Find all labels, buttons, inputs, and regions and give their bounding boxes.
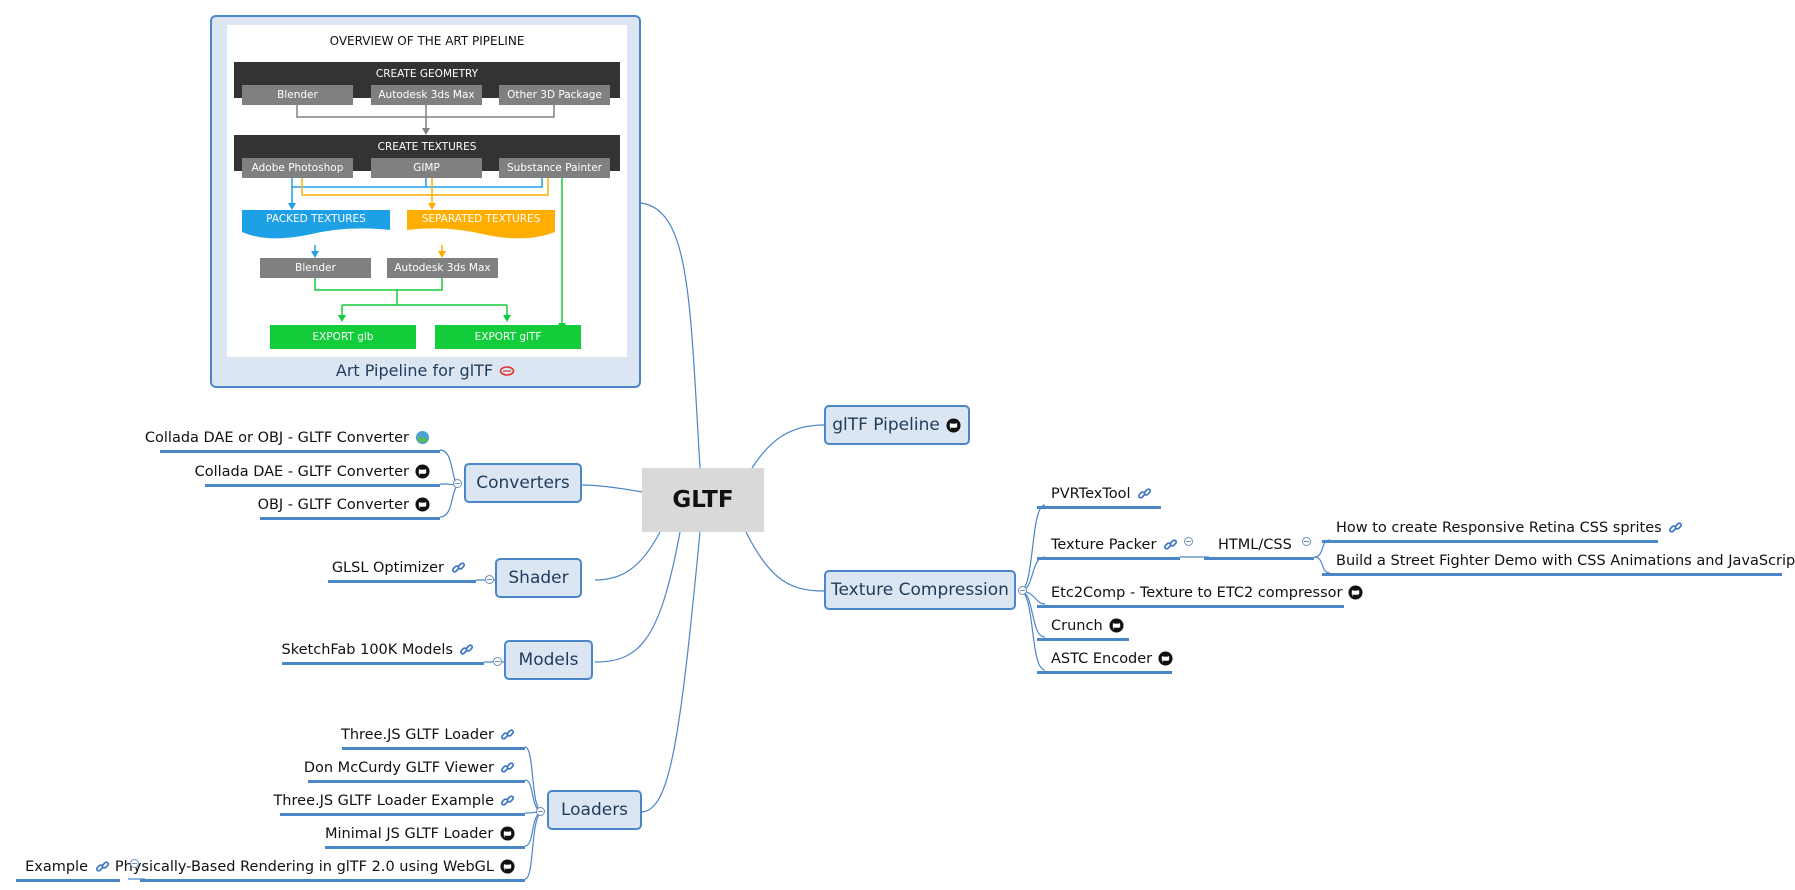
link-icon[interactable] (500, 793, 515, 809)
leaf-pbr-webgl[interactable]: Physically-Based Rendering in glTF 2.0 u… (115, 856, 525, 882)
converters-collapse[interactable] (453, 479, 462, 488)
root-topic[interactable]: GLTF (642, 468, 764, 532)
leaf-minimal-loader[interactable]: Minimal JS GLTF Loader (325, 823, 525, 849)
github-icon[interactable] (499, 826, 515, 842)
leaf-label: HTML/CSS (1218, 536, 1292, 553)
separated-3dsmax: Autodesk 3ds Max (387, 258, 498, 278)
art-pipeline-diagram: OVERVIEW OF THE ART PIPELINE CREATE GEOM… (227, 25, 627, 357)
leaf-astc-encoder[interactable]: ASTC Encoder (1037, 648, 1173, 674)
leaf-label: Collada DAE - GLTF Converter (194, 463, 409, 480)
tool-3dsmax: Autodesk 3ds Max (371, 85, 482, 105)
link-icon[interactable] (1162, 537, 1178, 553)
gltf-pipeline-label: glTF Pipeline (832, 415, 940, 435)
packed-blender: Blender (260, 258, 371, 278)
github-icon[interactable] (1348, 585, 1364, 601)
leaf-label: Build a Street Fighter Demo with CSS Ani… (1336, 552, 1795, 569)
leaf-label: Three.JS GLTF Loader (340, 726, 494, 743)
loaders-label: Loaders (560, 800, 629, 820)
leaf-label: Example (25, 858, 88, 875)
texture-compression-label: Texture Compression (831, 580, 1009, 600)
link-icon[interactable] (500, 727, 515, 743)
leaf-label: OBJ - GLTF Converter (257, 496, 409, 513)
leaf-label: Physically-Based Rendering in glTF 2.0 u… (114, 858, 494, 875)
packed-textures: PACKED TEXTURES (266, 213, 366, 225)
export-glb: EXPORT glb (270, 325, 416, 349)
leaf-collada-obj-converter[interactable]: Collada DAE or OBJ - GLTF Converter (145, 427, 440, 453)
leaf-mccurdy-viewer[interactable]: Don McCurdy GLTF Viewer (304, 757, 525, 783)
leaf-street-fighter-demo[interactable]: Build a Street Fighter Demo with CSS Ani… (1322, 550, 1795, 576)
models-node[interactable]: Models (504, 640, 593, 680)
leaf-example[interactable]: Example (16, 856, 120, 882)
texture-packer-collapse[interactable] (1184, 537, 1193, 546)
github-icon[interactable] (415, 497, 430, 513)
github-icon[interactable] (500, 859, 515, 875)
converters-label: Converters (476, 473, 570, 493)
link-icon[interactable] (500, 760, 515, 776)
link-icon[interactable] (1137, 486, 1153, 502)
loaders-collapse[interactable] (536, 807, 545, 816)
github-icon[interactable] (946, 417, 962, 433)
leaf-sketchfab[interactable]: SketchFab 100K Models (282, 639, 484, 665)
models-collapse[interactable] (493, 657, 502, 666)
pipeline-arrows (242, 105, 566, 330)
tool-other-3d: Other 3D Package (499, 85, 610, 105)
models-label: Models (518, 650, 579, 670)
texture-compression-node[interactable]: Texture Compression (824, 570, 1016, 610)
pipeline-title: OVERVIEW OF THE ART PIPELINE (329, 34, 525, 48)
leaf-retina-css-sprites[interactable]: How to create Responsive Retina CSS spri… (1322, 517, 1682, 543)
tool-blender: Blender (242, 85, 353, 105)
converters-node[interactable]: Converters (464, 463, 582, 503)
shader-collapse[interactable] (485, 575, 494, 584)
link-icon[interactable] (450, 560, 466, 576)
leaf-label: Don McCurdy GLTF Viewer (303, 759, 494, 776)
texture-compression-collapse[interactable] (1018, 586, 1027, 595)
gltf-pipeline-node[interactable]: glTF Pipeline (824, 405, 970, 445)
leaf-crunch[interactable]: Crunch (1037, 615, 1129, 641)
tool-substance: Substance Painter (499, 158, 610, 178)
art-pipeline-caption-row: Art Pipeline for glTF (212, 361, 639, 380)
leaf-label: Texture Packer (1051, 536, 1157, 553)
leaf-label: Crunch (1051, 617, 1103, 634)
globe-icon[interactable] (415, 430, 430, 446)
leaf-label: Three.JS GLTF Loader Example (273, 792, 494, 809)
link-icon[interactable] (94, 859, 110, 875)
leaf-label: Minimal JS GLTF Loader (325, 825, 494, 842)
github-icon[interactable] (1109, 618, 1125, 634)
leaf-label: Collada DAE or OBJ - GLTF Converter (144, 429, 409, 446)
github-icon[interactable] (1158, 651, 1173, 667)
art-pipeline-node[interactable]: OVERVIEW OF THE ART PIPELINE CREATE GEOM… (210, 15, 641, 388)
cloud-link-icon[interactable] (499, 363, 515, 379)
leaf-label: ASTC Encoder (1051, 650, 1153, 667)
leaf-label: PVRTexTool (1051, 485, 1131, 502)
leaf-obj-converter[interactable]: OBJ - GLTF Converter (257, 494, 440, 520)
link-icon[interactable] (459, 642, 474, 658)
leaf-label: Etc2Comp - Texture to ETC2 compressor (1051, 584, 1343, 601)
loaders-node[interactable]: Loaders (547, 790, 642, 830)
leaf-label: GLSL Optimizer (331, 559, 444, 576)
leaf-threejs-loader[interactable]: Three.JS GLTF Loader (340, 724, 525, 750)
shader-label: Shader (508, 568, 569, 588)
link-icon[interactable] (1668, 520, 1683, 536)
leaf-glsl-optimizer[interactable]: GLSL Optimizer (328, 557, 476, 583)
art-pipeline-caption: Art Pipeline for glTF (335, 361, 494, 380)
html-css-collapse[interactable] (1302, 537, 1311, 546)
github-icon[interactable] (415, 464, 430, 480)
shader-node[interactable]: Shader (495, 558, 582, 598)
geometry-header: CREATE GEOMETRY (375, 68, 479, 80)
leaf-collada-converter[interactable]: Collada DAE - GLTF Converter (195, 461, 440, 487)
leaf-texture-packer[interactable]: Texture Packer (1037, 534, 1180, 560)
tool-gimp: GIMP (371, 158, 482, 178)
leaf-threejs-example[interactable]: Three.JS GLTF Loader Example (273, 790, 525, 816)
leaf-etc2comp[interactable]: Etc2Comp - Texture to ETC2 compressor (1037, 582, 1364, 608)
pbr-collapse[interactable] (130, 859, 139, 868)
leaf-pvrtextool[interactable]: PVRTexTool (1037, 483, 1161, 509)
separated-textures: SEPARATED TEXTURES (421, 213, 541, 225)
tool-photoshop: Adobe Photoshop (242, 158, 353, 178)
leaf-label: How to create Responsive Retina CSS spri… (1336, 519, 1662, 536)
export-gltf: EXPORT glTF (435, 325, 581, 349)
leaf-html-css[interactable]: HTML/CSS (1204, 534, 1314, 560)
leaf-label: SketchFab 100K Models (281, 641, 453, 658)
textures-header: CREATE TEXTURES (377, 141, 477, 153)
